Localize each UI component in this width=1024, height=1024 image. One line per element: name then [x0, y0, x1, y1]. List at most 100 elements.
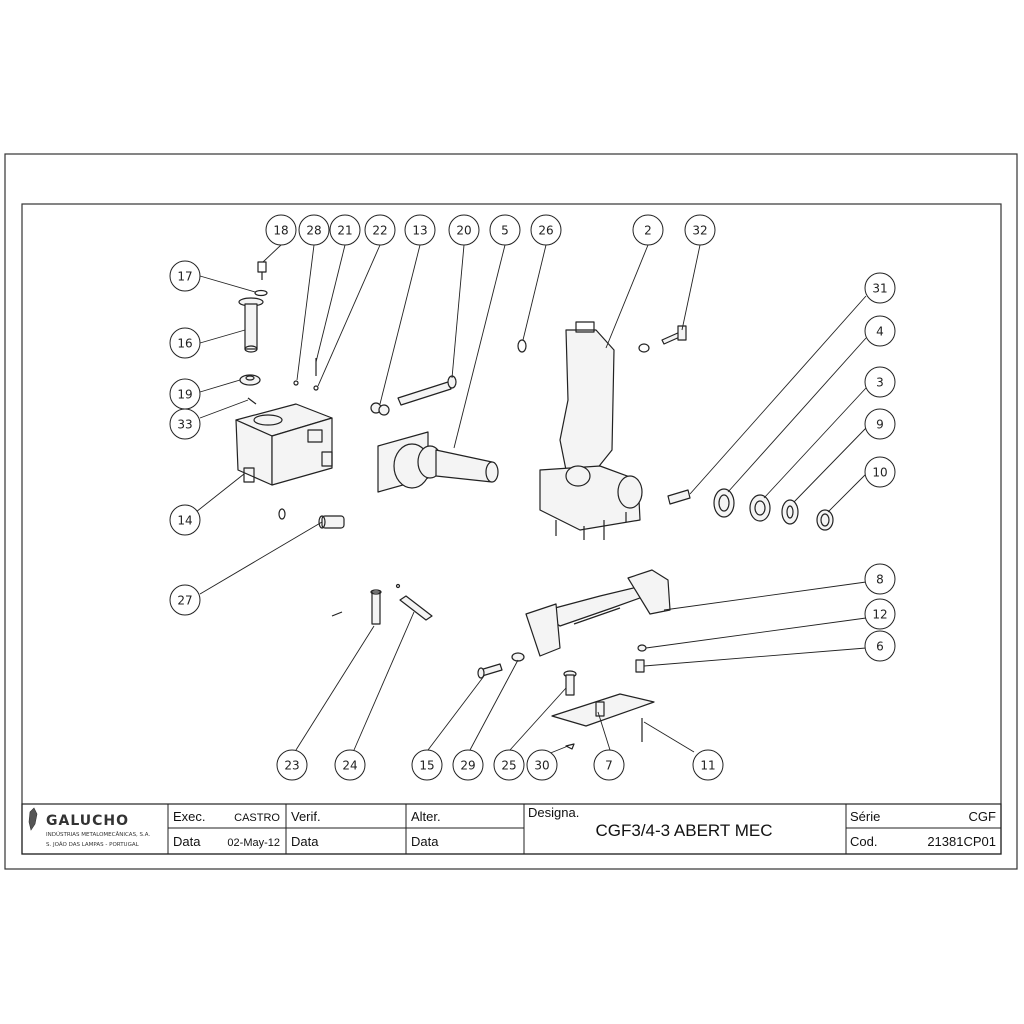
part-14-bracket [235, 403, 333, 486]
svg-text:3: 3 [876, 376, 884, 390]
leader-22 [317, 244, 381, 387]
balloon-32: 32 [684, 214, 716, 246]
leader-8 [663, 581, 867, 611]
part-28-ball [293, 380, 299, 386]
part-2-body [539, 321, 643, 540]
svg-text:32: 32 [692, 224, 707, 238]
part-16-pin [238, 297, 264, 353]
leader-2 [605, 244, 649, 349]
company-logo: GALUCHO INDÚSTRIAS METALOMECÂNICAS, S.A.… [28, 807, 150, 848]
data-label: Data [173, 834, 201, 849]
balloon-28: 28 [298, 214, 330, 246]
leader-23 [295, 625, 375, 751]
balloon-11: 11 [692, 749, 724, 781]
part-6-bushing [635, 659, 645, 673]
part-32-bolt [638, 325, 687, 353]
leader-33 [199, 399, 249, 419]
leader-12 [645, 617, 867, 649]
leader-15 [427, 675, 485, 751]
svg-text:20: 20 [456, 224, 471, 238]
part-30-clip [565, 743, 575, 750]
svg-text:33: 33 [177, 418, 192, 432]
svg-text:17: 17 [177, 270, 192, 284]
balloon-7: 7 [593, 749, 625, 781]
leader-9 [793, 427, 867, 503]
svg-text:27: 27 [177, 594, 192, 608]
svg-text:12: 12 [872, 608, 887, 622]
alter-data-label: Data [411, 834, 439, 849]
leader-11 [643, 721, 695, 753]
part-31-plate [667, 489, 691, 505]
balloon-15: 15 [411, 749, 443, 781]
part-29-fitting [511, 652, 525, 662]
leader-6 [643, 647, 867, 667]
balloon-29: 29 [452, 749, 484, 781]
balloon-22: 22 [364, 214, 396, 246]
leader-10 [827, 473, 867, 513]
svg-text:15: 15 [419, 759, 434, 773]
svg-text:INDÚSTRIAS METALOMECÂNICAS, S.: INDÚSTRIAS METALOMECÂNICAS, S.A. [46, 831, 150, 838]
leader-13 [379, 244, 421, 405]
balloon-8: 8 [864, 563, 896, 595]
leader-29 [469, 659, 519, 751]
svg-text:19: 19 [177, 388, 192, 402]
leader-7 [597, 711, 611, 751]
part-25-pin [563, 670, 577, 696]
svg-text:14: 14 [177, 514, 192, 528]
leader-25 [509, 687, 567, 751]
leader-17 [199, 275, 256, 293]
leader-21 [315, 244, 346, 363]
balloon-17: 17 [169, 260, 201, 292]
svg-text:18: 18 [273, 224, 288, 238]
part-17-washer [254, 289, 268, 297]
exec-label: Exec. [173, 809, 206, 824]
title-block-frame [21, 803, 1002, 855]
part-10-seal [816, 509, 834, 531]
balloon-14: 14 [169, 504, 201, 536]
svg-text:6: 6 [876, 640, 884, 654]
part-26-clip [517, 339, 527, 353]
balloon-12: 12 [864, 598, 896, 630]
outer-border [4, 153, 1018, 870]
part-8-arm [525, 569, 671, 657]
part-3-bearing [749, 494, 771, 522]
svg-text:26: 26 [538, 224, 553, 238]
balloon-23: 23 [276, 749, 308, 781]
svg-text:21: 21 [337, 224, 352, 238]
svg-text:2: 2 [644, 224, 652, 238]
svg-text:13: 13 [412, 224, 427, 238]
leader-27 [199, 521, 323, 595]
svg-text:9: 9 [876, 418, 884, 432]
balloon-27: 27 [169, 584, 201, 616]
svg-text:11: 11 [700, 759, 715, 773]
svg-text:29: 29 [460, 759, 475, 773]
balloon-33: 33 [169, 408, 201, 440]
part-7-plate [551, 693, 655, 727]
exec-value: CASTRO [234, 812, 280, 824]
part-9-washer [781, 499, 799, 525]
svg-text:5: 5 [501, 224, 509, 238]
alter-label: Alter. [411, 809, 441, 824]
svg-text:30: 30 [534, 759, 549, 773]
leader-26 [522, 244, 547, 341]
title-block: GALUCHO INDÚSTRIAS METALOMECÂNICAS, S.A.… [21, 803, 1002, 855]
balloon-18: 18 [265, 214, 297, 246]
balloon-6: 6 [864, 630, 896, 662]
balloon-21: 21 [329, 214, 361, 246]
svg-text:S. JOÃO DAS LAMPAS - PORTUGAL: S. JOÃO DAS LAMPAS - PORTUGAL [46, 841, 140, 848]
svg-text:31: 31 [872, 282, 887, 296]
balloon-13: 13 [404, 214, 436, 246]
leader-28 [296, 244, 315, 381]
svg-text:GALUCHO: GALUCHO [46, 813, 129, 829]
cod-value: 21381CP01 [927, 834, 996, 849]
part-23-pin [331, 589, 382, 625]
balloon-16: 16 [169, 327, 201, 359]
part-19-nut [239, 374, 261, 386]
svg-text:7: 7 [605, 759, 613, 773]
leader-3 [763, 387, 867, 499]
leader-4 [727, 337, 867, 493]
part-5-spindle [377, 431, 499, 493]
part-13-link [370, 402, 390, 416]
svg-text:25: 25 [501, 759, 516, 773]
